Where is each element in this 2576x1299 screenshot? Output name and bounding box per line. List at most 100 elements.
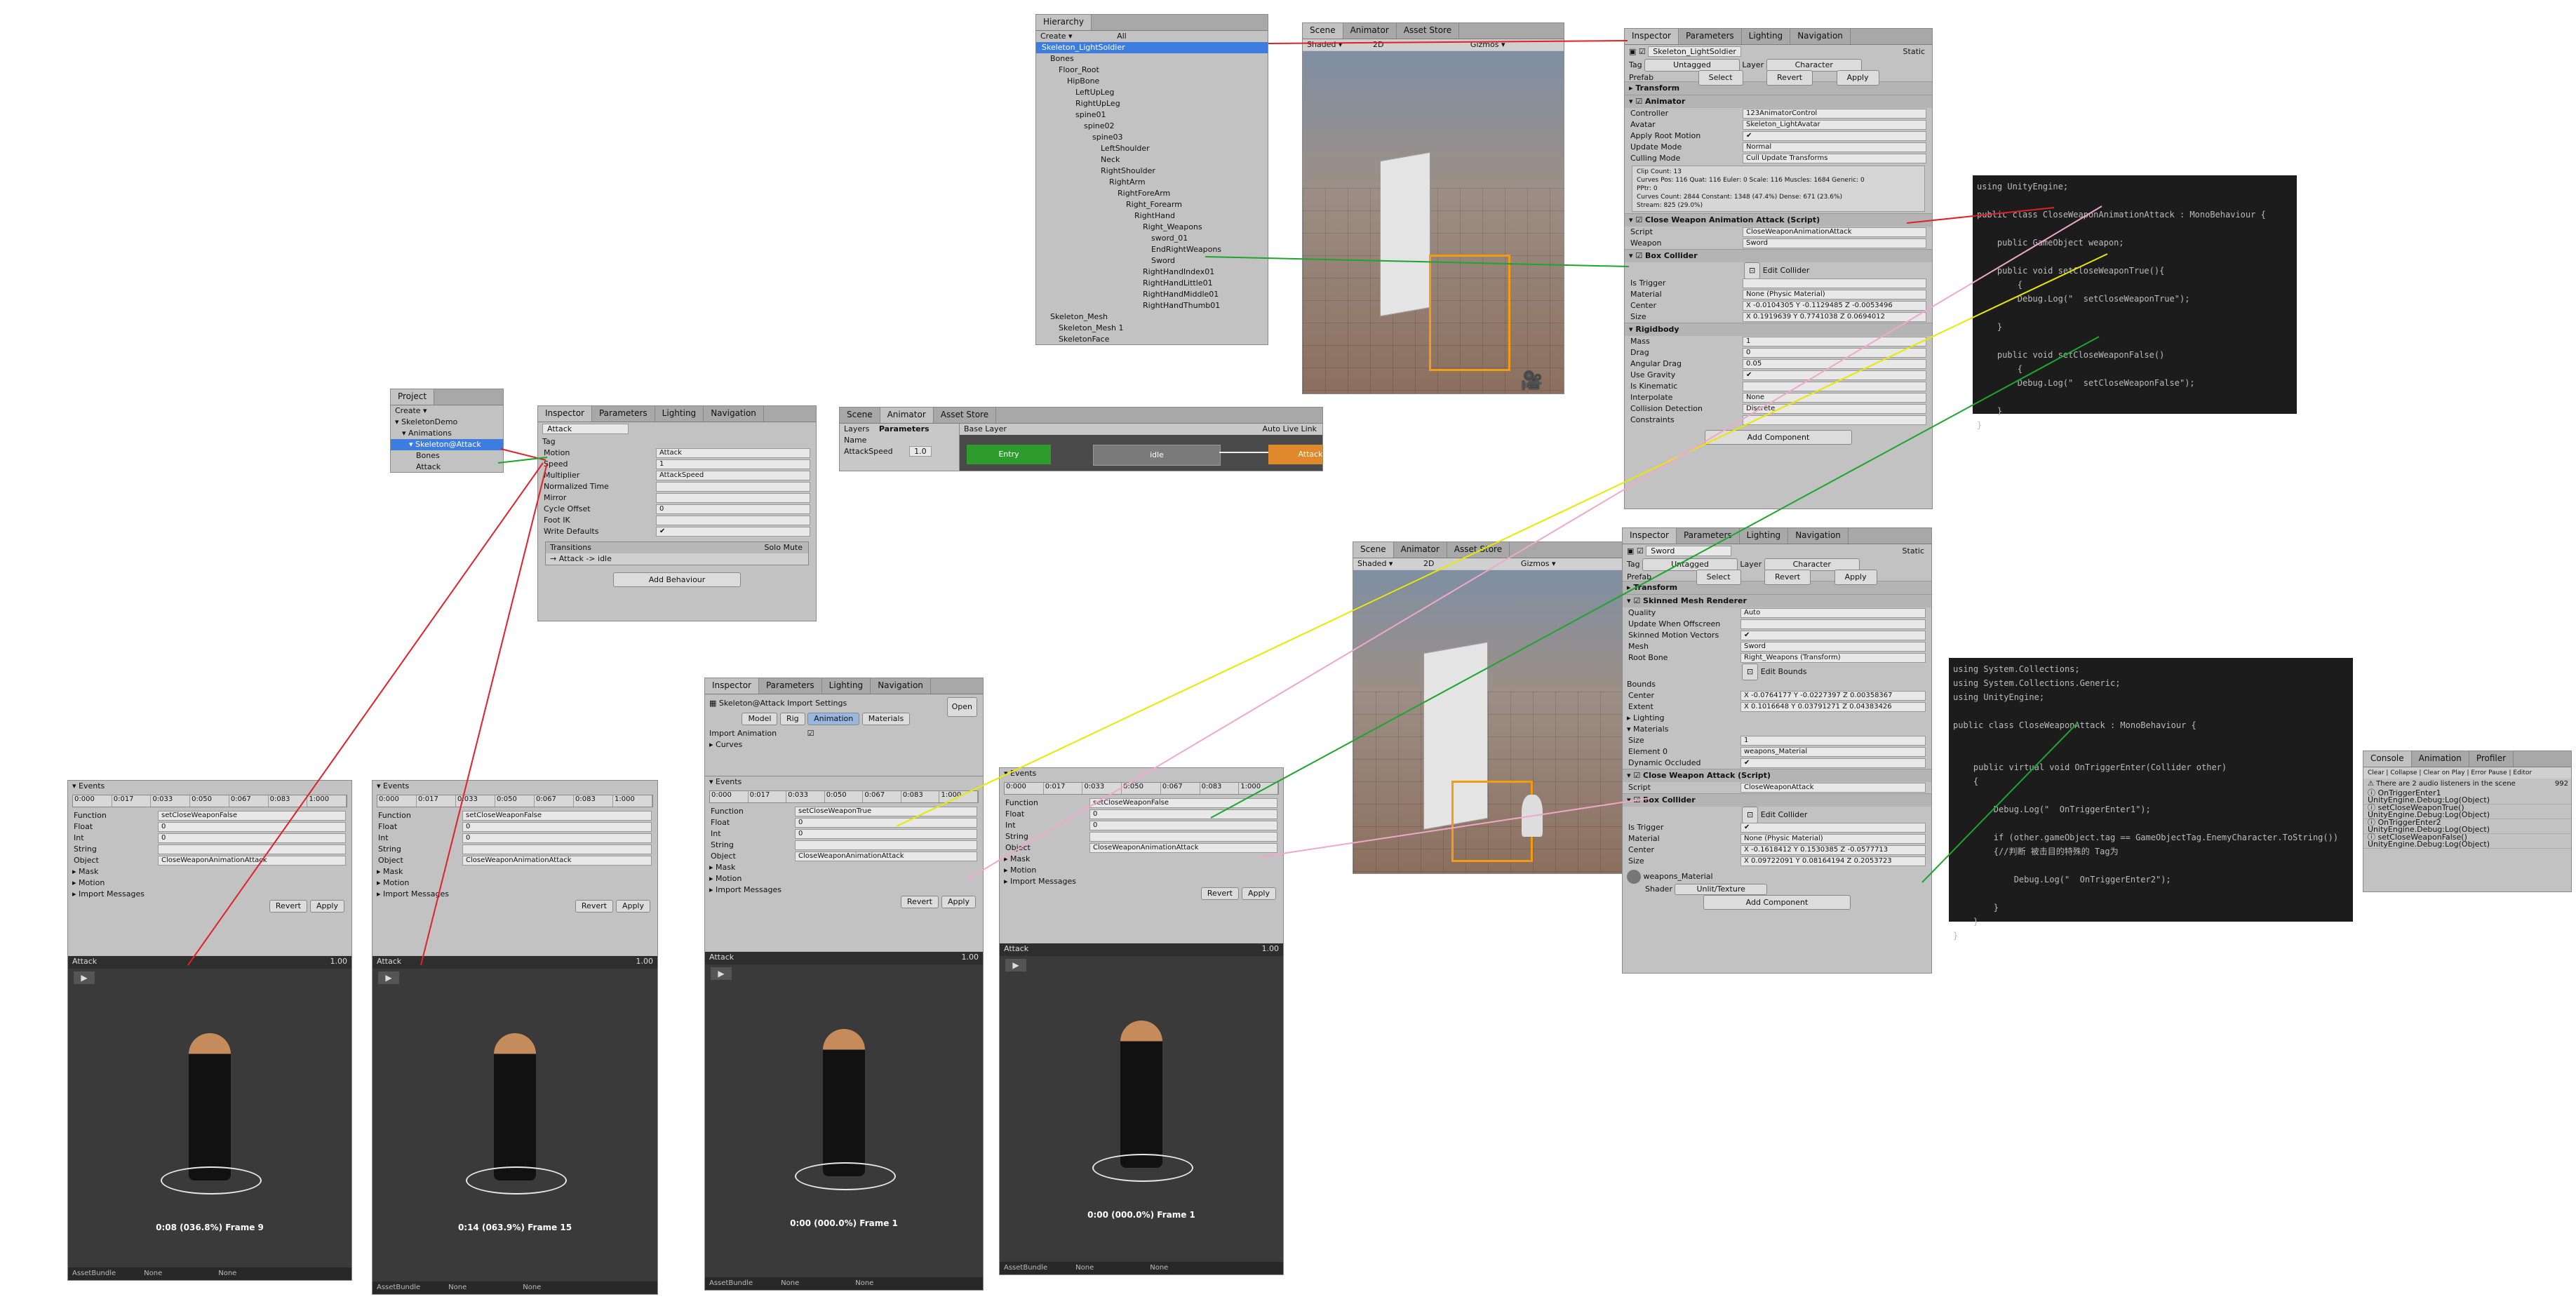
- hierarchy-item[interactable]: RightUpLeg: [1075, 99, 1120, 108]
- static-toggle[interactable]: Static: [1902, 546, 1924, 556]
- event-param-value[interactable]: 0: [1089, 809, 1277, 819]
- rigidbody-value[interactable]: ✔: [1743, 370, 1926, 380]
- hierarchy-search[interactable]: All: [1117, 32, 1127, 41]
- console-log-row[interactable]: ⓘ setCloseWeaponFalse() UnityEngine.Debu…: [2363, 833, 2571, 849]
- subtab-rig[interactable]: Rig: [779, 713, 805, 725]
- events-header[interactable]: ▾ Events: [72, 781, 105, 790]
- play-button[interactable]: ▶: [74, 971, 95, 984]
- asset-bundle-variant[interactable]: None: [1150, 1264, 1169, 1272]
- asset-bundle-variant[interactable]: None: [523, 1284, 542, 1291]
- project-item-animations[interactable]: ▾ Animations: [402, 429, 452, 438]
- collider-value[interactable]: X -0.0104305 Y -0.1129485 Z -0.0053496: [1743, 301, 1926, 311]
- bounds-value[interactable]: X -0.0764177 Y -0.0227397 Z 0.00358367: [1740, 691, 1926, 701]
- hierarchy-item[interactable]: RightHandLittle01: [1143, 278, 1213, 288]
- tab-inspector[interactable]: Inspector: [1625, 29, 1679, 44]
- event-param-value[interactable]: [1089, 832, 1277, 842]
- animator-value[interactable]: Cull Update Transforms: [1743, 154, 1926, 163]
- hierarchy-item[interactable]: spine01: [1075, 110, 1106, 119]
- layers-tab[interactable]: Layers: [844, 424, 870, 433]
- hierarchy-item[interactable]: spine03: [1092, 133, 1123, 142]
- smr-value[interactable]: ✔: [1740, 631, 1926, 640]
- event-param-value[interactable]: setCloseWeaponFalse: [462, 811, 652, 821]
- tab-animator[interactable]: Animator: [1394, 542, 1447, 558]
- tab-parameters[interactable]: Parameters: [759, 678, 822, 694]
- tab-inspector[interactable]: Inspector: [538, 406, 592, 422]
- tab-parameters[interactable]: Parameters: [1677, 528, 1740, 544]
- state-entry[interactable]: Entry: [967, 445, 1051, 464]
- shader-dropdown[interactable]: Unlit/Texture: [1675, 884, 1767, 895]
- weapon-value[interactable]: Sword: [1743, 238, 1926, 248]
- auto-live-link[interactable]: Auto Live Link: [1262, 424, 1317, 433]
- events-header[interactable]: ▾ Events: [1004, 769, 1037, 778]
- gizmos-dropdown[interactable]: Gizmos: [1520, 559, 1550, 568]
- hierarchy-item[interactable]: Right_Weapons: [1143, 222, 1202, 231]
- scene-view-top[interactable]: Scene Animator Asset Store Shaded ▾ 2D G…: [1302, 22, 1564, 394]
- hierarchy-item[interactable]: Floor_Root: [1059, 65, 1099, 74]
- project-item-skeletondemo[interactable]: ▾ SkeletonDemo: [395, 417, 458, 426]
- collider-value[interactable]: None (Physic Material): [1740, 834, 1926, 844]
- add-behaviour-button[interactable]: Add Behaviour: [612, 572, 742, 587]
- motion-row[interactable]: ▸ Motion: [72, 878, 105, 887]
- asset-bundle-dropdown[interactable]: None: [448, 1284, 467, 1291]
- hierarchy-item[interactable]: SkeletonFace: [1059, 335, 1110, 344]
- animator-value[interactable]: Normal: [1743, 142, 1926, 152]
- project-item-bones[interactable]: Bones: [391, 450, 503, 462]
- subtab-materials[interactable]: Materials: [861, 713, 911, 725]
- smr-value[interactable]: Auto: [1740, 608, 1926, 618]
- hierarchy-item[interactable]: Sword: [1151, 256, 1176, 265]
- motion-row[interactable]: ▸ Motion: [1004, 866, 1037, 875]
- parameters-tab[interactable]: Parameters: [878, 424, 930, 433]
- animator-value[interactable]: ✔: [1743, 131, 1926, 141]
- hierarchy-item[interactable]: RightHandThumb01: [1143, 301, 1221, 310]
- edit-collider-button[interactable]: ⊡: [1742, 807, 1759, 823]
- tab-animation[interactable]: Animation: [2412, 751, 2469, 767]
- apply-button[interactable]: Apply: [309, 900, 344, 913]
- subtab-animation[interactable]: Animation: [807, 713, 860, 725]
- event-param-value[interactable]: setCloseWeaponTrue: [795, 807, 977, 816]
- console-log-row[interactable]: ⓘ OnTriggerEnter2 UnityEngine.Debug:Log(…: [2363, 819, 2571, 834]
- tab-navigation[interactable]: Navigation: [1790, 29, 1851, 44]
- hierarchy-item[interactable]: Right_Forearm: [1126, 200, 1182, 209]
- prefab-apply-button[interactable]: Apply: [1836, 70, 1879, 86]
- state-value[interactable]: [656, 493, 810, 503]
- scene-viewport[interactable]: [1353, 570, 1630, 873]
- import-messages-row[interactable]: ▸ Import Messages: [709, 885, 781, 894]
- import-animation-checkbox[interactable]: ☑: [807, 729, 814, 738]
- hierarchy-item[interactable]: RightArm: [1109, 177, 1146, 187]
- smr-value[interactable]: Sword: [1740, 642, 1926, 652]
- add-component-button[interactable]: Add Component: [1704, 430, 1853, 445]
- state-idle[interactable]: idle: [1093, 445, 1221, 466]
- collider-value[interactable]: None (Physic Material): [1743, 290, 1926, 299]
- rigidbody-value[interactable]: 0: [1743, 348, 1926, 358]
- base-layer-breadcrumb[interactable]: Base Layer: [964, 424, 1007, 433]
- revert-button[interactable]: Revert: [900, 896, 939, 908]
- event-param-value[interactable]: CloseWeaponAnimationAttack: [158, 856, 346, 866]
- project-item-attack[interactable]: Attack: [391, 462, 503, 472]
- static-toggle[interactable]: Static: [1903, 47, 1925, 56]
- state-value[interactable]: ✔: [656, 527, 810, 537]
- collider-value[interactable]: X 0.1919639 Y 0.7741038 Z 0.0694012: [1743, 312, 1926, 322]
- edit-collider-button[interactable]: ⊡: [1744, 262, 1761, 279]
- apply-button[interactable]: Apply: [941, 896, 976, 908]
- tab-animator[interactable]: Animator: [880, 408, 934, 423]
- hierarchy-item[interactable]: Skeleton_LightSoldier: [1036, 42, 1268, 53]
- import-messages-row[interactable]: ▸ Import Messages: [1004, 877, 1076, 886]
- script-value[interactable]: CloseWeaponAnimationAttack: [1743, 227, 1926, 237]
- prefab-select-button[interactable]: Select: [1698, 70, 1743, 86]
- tab-hierarchy[interactable]: Hierarchy: [1036, 15, 1092, 30]
- hierarchy-item[interactable]: LeftShoulder: [1101, 144, 1150, 153]
- param-row[interactable]: AttackSpeed 1.0: [840, 446, 959, 457]
- hierarchy-item[interactable]: RightHand: [1134, 211, 1175, 220]
- state-value[interactable]: [656, 482, 810, 492]
- scene-viewport[interactable]: 🎥: [1303, 51, 1564, 393]
- param-value[interactable]: 1.0: [909, 446, 932, 457]
- state-value[interactable]: [656, 516, 810, 525]
- asset-bundle-variant[interactable]: None: [218, 1270, 237, 1277]
- gizmos-dropdown[interactable]: Gizmos: [1470, 40, 1499, 49]
- import-messages-row[interactable]: ▸ Import Messages: [377, 889, 449, 898]
- editor-button[interactable]: Editor: [2513, 769, 2533, 776]
- open-button[interactable]: Open: [946, 697, 977, 717]
